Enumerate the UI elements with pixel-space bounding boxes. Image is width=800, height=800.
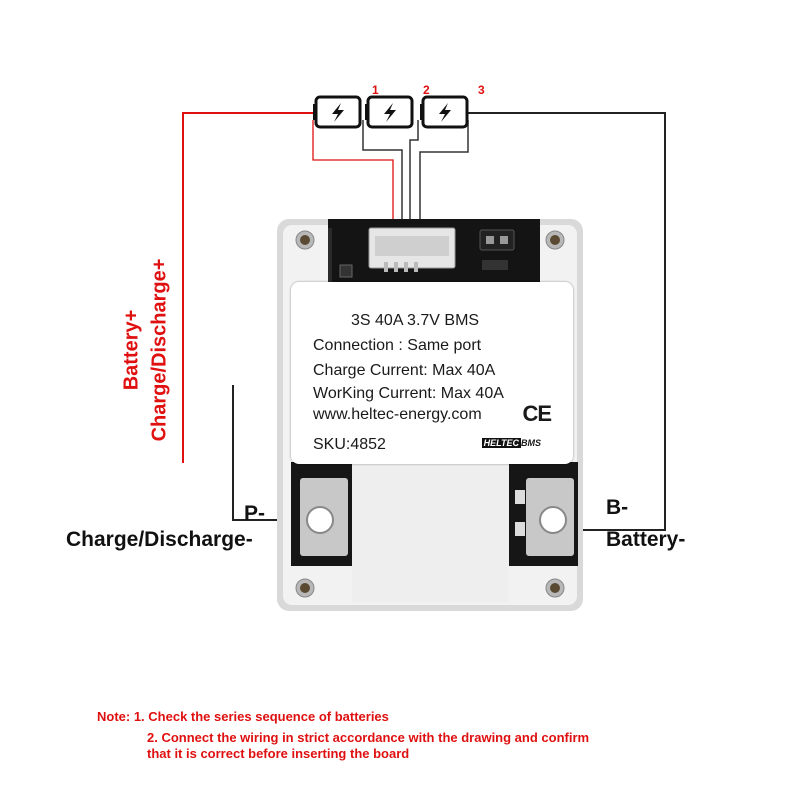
p-minus-label: P- — [244, 502, 265, 525]
charge-discharge-plus-label: Charge/Discharge+ — [148, 258, 171, 442]
battery-cell-1 — [313, 95, 362, 129]
balance-connector — [368, 227, 456, 272]
positive-wire — [182, 112, 313, 463]
sticker-working-current: WorKing Current: Max 40A — [313, 385, 504, 402]
negative-wire — [468, 112, 666, 531]
balance-wire-1 — [312, 120, 394, 262]
balance-wire-2 — [362, 120, 403, 262]
heltec-logo-suffix: BMS — [521, 438, 541, 448]
mounting-screw-bottom-left — [295, 578, 315, 598]
lightning-icon — [332, 103, 344, 122]
b-minus-terminal — [526, 478, 574, 556]
bms-label-sticker: 3S 40A 3.7V BMS Connection : Same port C… — [291, 282, 573, 464]
battery-cell-3 — [420, 95, 469, 129]
mounting-screw-bottom-right — [545, 578, 565, 598]
mounting-screw-top-right — [545, 230, 565, 250]
p-minus-terminal — [300, 478, 348, 556]
sticker-title: 3S 40A 3.7V BMS — [351, 312, 480, 329]
balance-wire-3 — [409, 120, 419, 262]
ce-mark: CE — [522, 401, 552, 426]
lightning-icon — [384, 103, 396, 122]
cell-number-2: 2 — [423, 83, 430, 97]
balance-wire-4 — [419, 120, 469, 262]
sticker-website: www.heltec-energy.com — [313, 406, 482, 423]
sticker-sku: SKU:4852 — [313, 436, 386, 453]
lightning-icon — [439, 103, 451, 122]
cell-number-1: 1 — [372, 83, 379, 97]
battery-cell-2 — [365, 95, 414, 129]
charge-discharge-minus-label: Charge/Discharge- — [66, 528, 253, 551]
cell-number-3: 3 — [478, 83, 485, 97]
mounting-screw-top-left — [295, 230, 315, 250]
sticker-connection: Connection : Same port — [313, 337, 482, 354]
note-line-1: Note: 1. Check the series sequence of ba… — [97, 709, 389, 724]
battery-plus-label: Battery+ — [120, 309, 143, 391]
heltec-logo-highlight: HELTEC — [481, 438, 521, 448]
battery-minus-label: Battery- — [606, 528, 686, 551]
note-line-3: that it is correct before inserting the … — [147, 746, 410, 761]
sticker-charge-current: Charge Current: Max 40A — [313, 362, 496, 379]
note-line-2: 2. Connect the wiring in strict accordan… — [147, 730, 590, 745]
b-minus-label: B- — [606, 496, 629, 519]
